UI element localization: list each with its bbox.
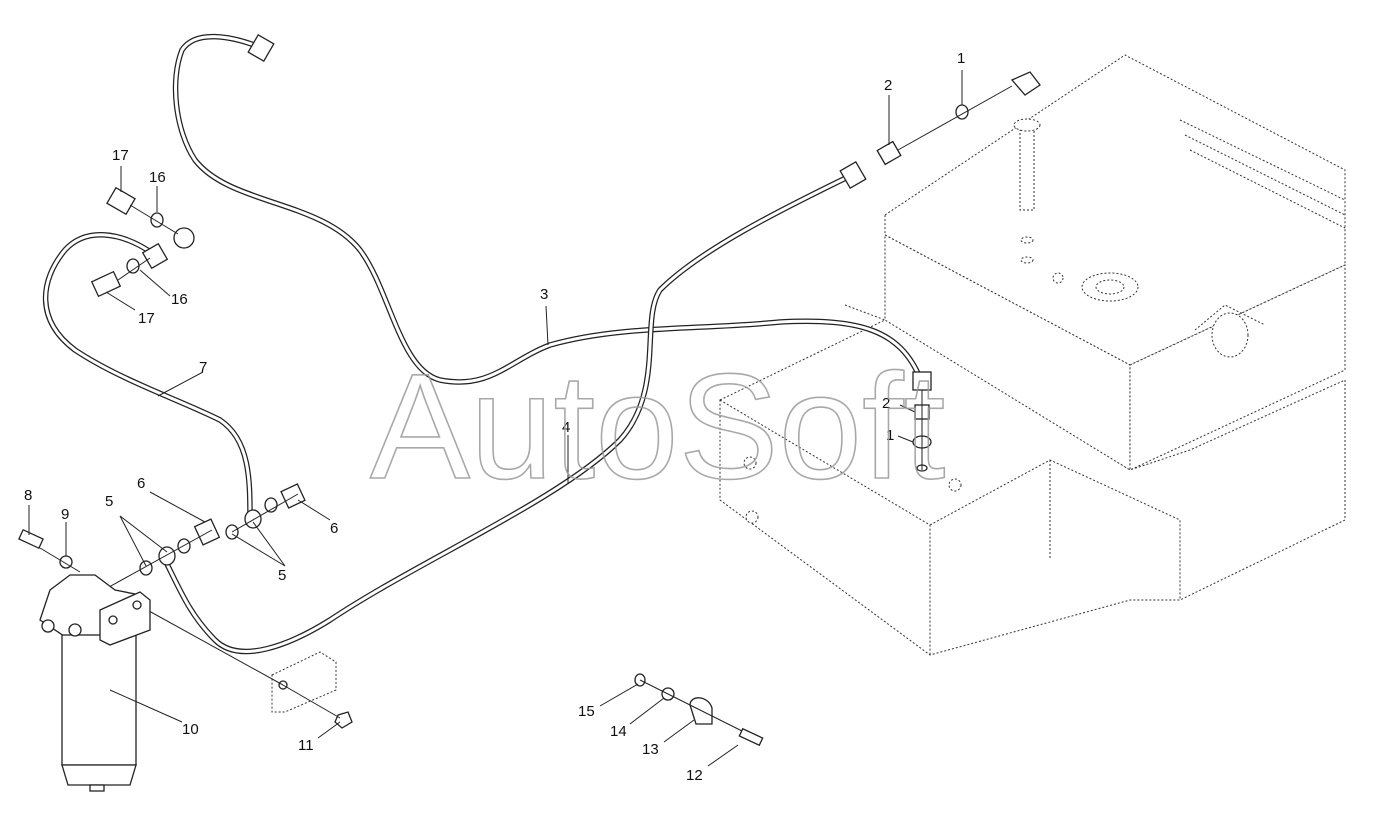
callout-leaders (28, 70, 963, 767)
callout-6-right: 6 (330, 520, 338, 537)
callout-1-upper: 1 (957, 50, 965, 67)
engine-block-outline (719, 54, 1346, 656)
callout-6-left: 6 (137, 475, 145, 492)
callout-8: 8 (24, 487, 32, 504)
callout-14: 14 (610, 723, 627, 740)
callout-labels: 1 2 3 2 1 4 17 16 16 17 7 8 9 5 6 5 6 10… (24, 50, 965, 784)
callout-2-upper: 2 (884, 77, 892, 94)
callout-17-upper: 17 (112, 147, 129, 164)
watermark-text: AutoSoft (370, 342, 945, 510)
callout-16-lower: 16 (171, 291, 188, 308)
callout-7: 7 (199, 359, 207, 376)
callout-13: 13 (642, 741, 659, 758)
callout-5-right: 5 (278, 567, 286, 584)
callout-15: 15 (578, 703, 595, 720)
callout-3: 3 (540, 286, 548, 303)
callout-17-lower: 17 (138, 310, 155, 327)
callout-10: 10 (182, 721, 199, 738)
callout-16-upper: 16 (149, 169, 166, 186)
callout-11: 11 (298, 737, 314, 754)
callout-9: 9 (61, 506, 69, 523)
callout-1-lower: 1 (886, 427, 894, 444)
callout-2-lower: 2 (882, 395, 890, 412)
fuel-filter (39, 574, 151, 792)
callout-5-left: 5 (105, 493, 113, 510)
fuel-pipes (42, 33, 923, 655)
callout-4: 4 (562, 419, 570, 436)
callout-12: 12 (686, 767, 703, 784)
fittings (18, 33, 1041, 747)
